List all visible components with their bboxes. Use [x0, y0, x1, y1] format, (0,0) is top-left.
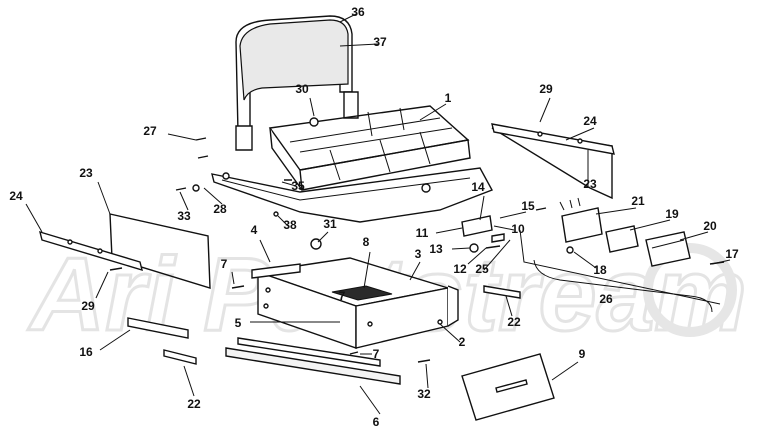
callout-leader-4 [259, 239, 271, 263]
storage-box [257, 257, 459, 349]
callout-leader-9 [551, 361, 579, 381]
callout-label-22: 22 [507, 315, 521, 329]
callout-leader-22 [505, 295, 513, 317]
callout-leader-27 [167, 133, 197, 141]
callout-leader-16 [99, 329, 131, 351]
callout-label-30: 30 [295, 82, 309, 96]
callout-label-36: 36 [351, 5, 365, 19]
callout-label-26: 26 [599, 292, 613, 306]
callout-label-5: 5 [235, 316, 242, 330]
callout-label-21: 21 [631, 194, 645, 208]
callout-label-18: 18 [593, 263, 607, 277]
callout-label-24: 24 [9, 189, 23, 203]
callout-label-10: 10 [511, 222, 525, 236]
callout-label-22: 22 [187, 397, 201, 411]
callout-leader-11 [435, 227, 463, 234]
left-side-panel [39, 213, 211, 289]
callout-leader-2 [439, 323, 461, 343]
callout-leader-8 [363, 251, 371, 289]
right-side-panel [491, 123, 615, 200]
callout-leader-18 [573, 251, 597, 269]
callouts: 1234567778910111213141516171819202122222… [9, 5, 739, 429]
callout-label-15: 15 [521, 199, 535, 213]
callout-leader-7 [231, 271, 235, 285]
callout-leader-6 [359, 385, 381, 415]
callout-leader-1 [419, 103, 447, 121]
callout-leader-30 [309, 97, 315, 117]
callout-label-31: 31 [323, 217, 337, 231]
callout-label-23: 23 [79, 166, 93, 180]
callout-label-14: 14 [471, 180, 485, 194]
callout-label-32: 32 [417, 387, 431, 401]
callout-label-4: 4 [251, 223, 258, 237]
trim-strips [127, 263, 521, 385]
callout-label-20: 20 [703, 219, 717, 233]
callout-label-1: 1 [445, 91, 452, 105]
callout-leader-12 [467, 247, 487, 265]
callout-leader-19 [629, 219, 671, 231]
callout-label-3: 3 [415, 247, 422, 261]
callout-leader-13 [451, 247, 471, 250]
callout-label-6: 6 [373, 415, 380, 429]
watermark-wheel-icon [643, 243, 737, 337]
callout-label-12: 12 [453, 262, 467, 276]
harness-bracket [533, 259, 713, 313]
tail-light-assembly [461, 197, 691, 267]
callout-leader-24 [565, 127, 595, 141]
callout-label-7: 7 [221, 257, 228, 271]
callout-label-7: 7 [339, 289, 346, 303]
mud-flap [461, 353, 555, 421]
callout-leader-29 [95, 271, 109, 299]
callout-leader-22 [183, 365, 195, 397]
callout-leader-17 [711, 259, 731, 265]
callout-leader-38 [277, 215, 289, 227]
callout-label-35: 35 [291, 179, 305, 193]
callout-label-28: 28 [213, 202, 227, 216]
callout-leader-15 [499, 211, 527, 219]
callout-label-8: 8 [363, 235, 370, 249]
callout-leader-21 [595, 207, 637, 215]
callout-label-24: 24 [583, 114, 597, 128]
callout-label-9: 9 [579, 347, 586, 361]
callout-label-29: 29 [539, 82, 553, 96]
callout-leader-37 [339, 43, 379, 47]
hardware [109, 117, 725, 363]
callout-label-13: 13 [429, 242, 443, 256]
callout-label-23: 23 [583, 177, 597, 191]
callout-leader-35 [281, 181, 297, 187]
callout-leader-29 [539, 97, 551, 123]
cargo-rack-frame [211, 105, 493, 223]
callout-leader-33 [179, 191, 189, 211]
callout-leader-20 [679, 231, 709, 241]
callout-label-19: 19 [665, 207, 679, 221]
callout-leader-24 [25, 203, 43, 233]
callout-leader-28 [203, 187, 223, 205]
callout-label-33: 33 [177, 209, 191, 223]
callout-leader-25 [483, 239, 511, 271]
callout-leader-10 [493, 225, 515, 231]
callout-leader-23 [97, 181, 111, 215]
callout-label-38: 38 [283, 218, 297, 232]
callout-leader-36 [339, 13, 357, 23]
callout-leader-3 [409, 261, 421, 281]
callout-label-16: 16 [79, 345, 93, 359]
callout-label-17: 17 [725, 247, 739, 261]
callout-label-29: 29 [81, 299, 95, 313]
callout-label-7: 7 [373, 347, 380, 361]
callout-leader-32 [425, 363, 429, 389]
callout-leader-31 [317, 231, 329, 243]
callout-label-37: 37 [373, 35, 387, 49]
callout-label-27: 27 [143, 124, 157, 138]
callout-label-25: 25 [475, 262, 489, 276]
callout-label-11: 11 [416, 226, 429, 240]
callout-label-2: 2 [459, 335, 466, 349]
backrest [235, 15, 359, 151]
callout-leader-14 [479, 195, 485, 221]
